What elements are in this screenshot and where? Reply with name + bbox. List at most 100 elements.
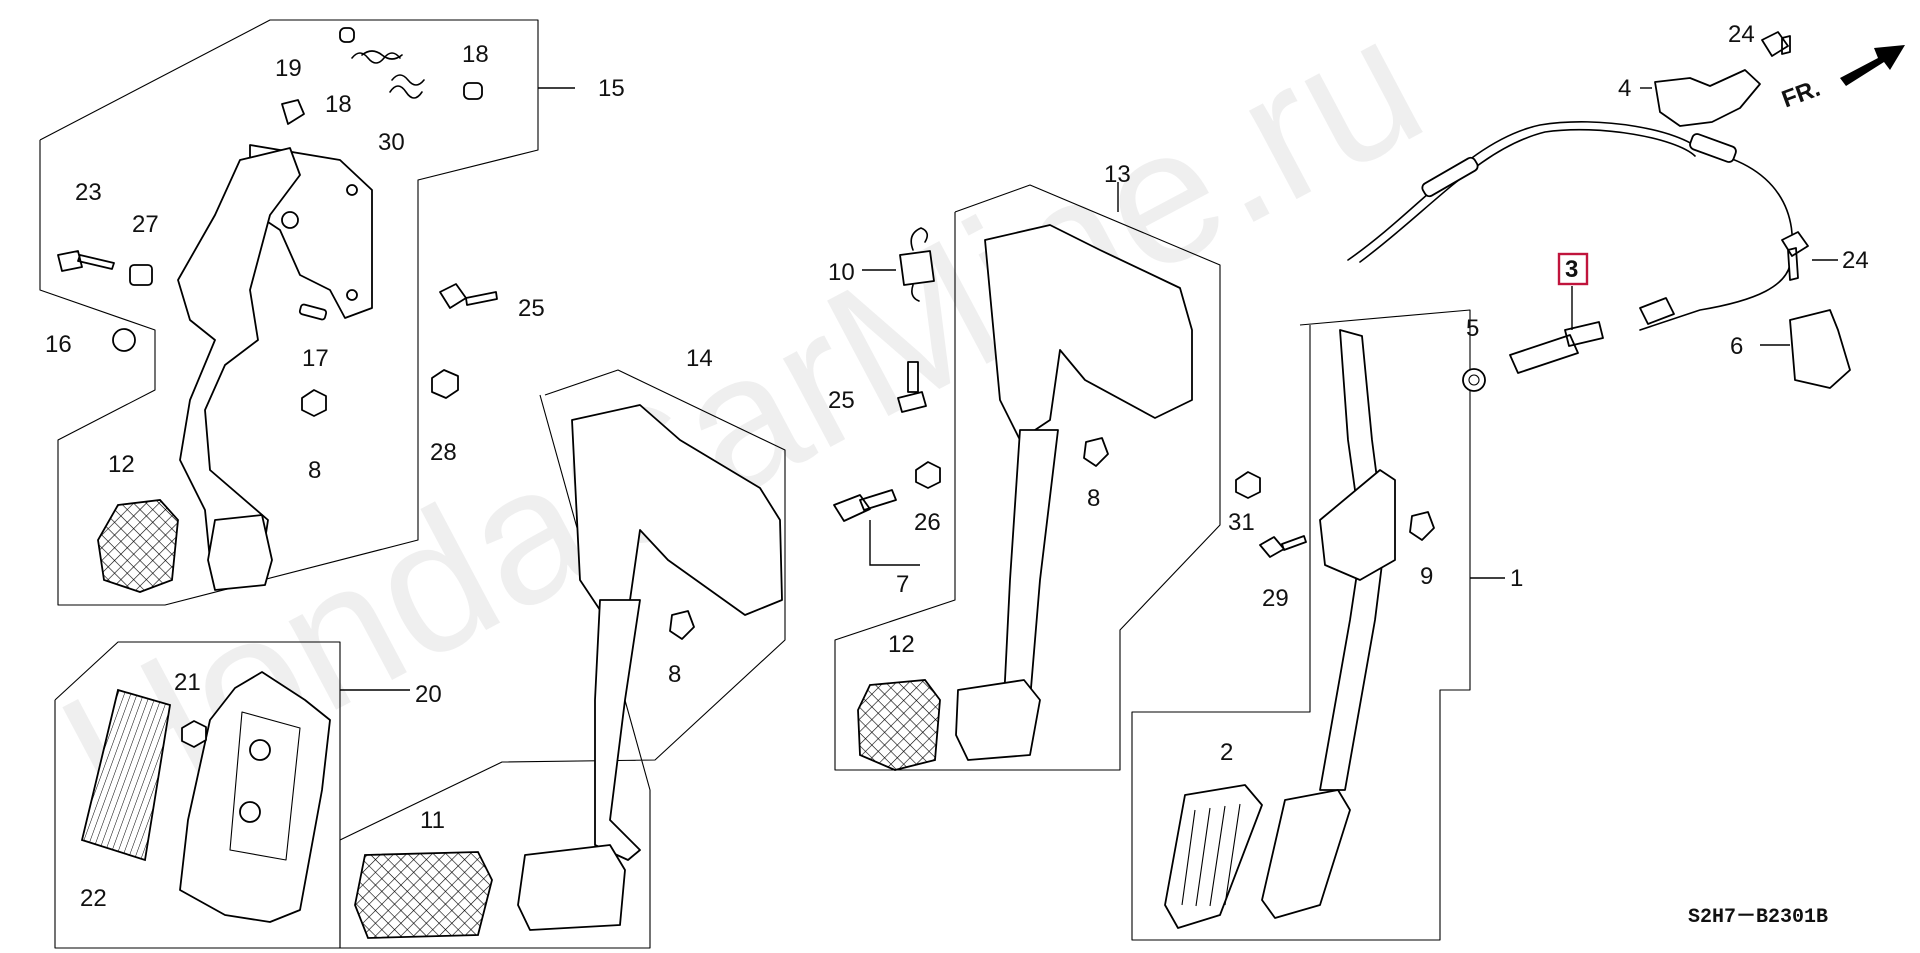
clutch-pivot [281, 211, 299, 229]
bolt-29 [1259, 535, 1307, 558]
callout-12-left: 12 [108, 451, 135, 478]
group-14-boundary [339, 369, 786, 949]
pad-cover-20 [179, 671, 331, 923]
throttle-cable-parallel [1359, 128, 1696, 263]
callout-19: 19 [275, 55, 302, 82]
pad-plate-22 [80, 688, 172, 862]
brake-pad-14 [517, 844, 626, 931]
group-15-boundary [39, 19, 539, 606]
callout-26: 26 [914, 509, 941, 536]
bolt-24-right [1781, 231, 1809, 281]
callout-7: 7 [896, 571, 909, 598]
callout-18-left: 18 [325, 91, 352, 118]
callout-8-center: 8 [668, 661, 681, 688]
accelerator-pad [1261, 789, 1351, 919]
callout-2: 2 [1220, 739, 1233, 766]
pad-cover-2-ribs [1181, 803, 1241, 907]
brake-arm-13 [1003, 429, 1059, 701]
pedal-pad-12-center [857, 679, 941, 771]
callout-13: 13 [1104, 161, 1131, 188]
cable-grommet-5-hole [1468, 374, 1480, 386]
brake-pedal-left-group [339, 369, 941, 949]
callout-3[interactable]: 3 [1565, 256, 1578, 283]
front-arrow-icon [1840, 45, 1905, 86]
callout-11: 11 [420, 807, 445, 834]
clip-18-right [463, 82, 483, 100]
grommet-8-right [1083, 437, 1109, 467]
switch-7 [833, 489, 897, 522]
group-13-boundary [834, 184, 1221, 771]
cable-nut [1639, 297, 1675, 325]
pad-cover-group [54, 641, 410, 949]
callout-15: 15 [598, 75, 625, 102]
cable-sleeve [1689, 133, 1737, 163]
cable-grommet-5 [1462, 368, 1486, 392]
callout-5: 5 [1466, 315, 1479, 342]
bushing-19 [281, 99, 305, 125]
nut-27 [129, 264, 153, 286]
callout-9: 9 [1420, 563, 1433, 590]
throttle-cable-upper [1347, 121, 1701, 261]
group-20-boundary [54, 641, 341, 949]
throttle-cable-group [1347, 31, 1851, 392]
callout-28: 28 [430, 439, 457, 466]
switch-10 [899, 250, 935, 286]
accelerator-pad-cover-2 [1164, 784, 1263, 929]
switch-10-spring [910, 227, 929, 302]
front-direction-label: FR. [1778, 75, 1824, 114]
bolt-25-center [897, 361, 927, 413]
bracket-6 [1789, 309, 1851, 389]
callout-24-right: 24 [1842, 247, 1869, 274]
spring-30-a [351, 50, 403, 64]
bolt-23 [57, 250, 115, 272]
clip-9 [1409, 511, 1435, 541]
nut-8-left [301, 389, 327, 417]
cable-end-fitting [1421, 156, 1479, 198]
callout-labels: 15 19 18 18 30 23 27 16 17 25 28 8 12 20… [45, 21, 1869, 912]
clutch-hole-b [346, 289, 358, 301]
clutch-pad-upper [207, 514, 273, 591]
callout-8-left: 8 [308, 457, 321, 484]
pad-cover-inner [229, 711, 301, 861]
callout-27: 27 [132, 211, 159, 238]
callout-21: 21 [174, 669, 201, 696]
stopper-16 [112, 328, 136, 352]
callout-30: 30 [378, 129, 405, 156]
callout-1: 1 [1510, 565, 1523, 592]
bolt-24-top [1761, 31, 1791, 57]
callout-20: 20 [415, 681, 442, 708]
nut-26 [915, 461, 941, 489]
callout-22: 22 [80, 885, 107, 912]
callout-29: 29 [1262, 585, 1289, 612]
front-direction-indicator: FR. [1778, 45, 1905, 113]
bracket-4 [1654, 69, 1761, 127]
highlighted-part-box[interactable] [1557, 252, 1589, 286]
brake-arm-14 [594, 599, 641, 861]
callout-31: 31 [1228, 509, 1255, 536]
callout-18-right: 18 [462, 41, 489, 68]
nut-28 [431, 369, 459, 399]
callout-17: 17 [302, 345, 329, 372]
callout-4: 4 [1618, 75, 1631, 102]
accelerator-group [1131, 309, 1505, 941]
pad-hole-b [239, 801, 261, 823]
cable-adjuster [1509, 321, 1604, 374]
clutch-hole-a [346, 184, 358, 196]
clutch-pedal-group [39, 19, 575, 606]
callout-25-center: 25 [828, 387, 855, 414]
callout-14: 14 [686, 345, 713, 372]
callout-24-top: 24 [1728, 21, 1755, 48]
clutch-pedal-pad [97, 499, 179, 593]
nut-21 [181, 720, 207, 748]
callout-6: 6 [1730, 333, 1743, 360]
group-1-boundary [1131, 309, 1471, 941]
callout-16: 16 [45, 331, 72, 358]
callout-8-right: 8 [1087, 485, 1100, 512]
callout-12-center: 12 [888, 631, 915, 658]
pedal-pad-11 [354, 851, 493, 939]
callout-10: 10 [828, 259, 855, 286]
accelerator-bracket [1319, 469, 1396, 581]
nut-31 [1235, 471, 1261, 499]
